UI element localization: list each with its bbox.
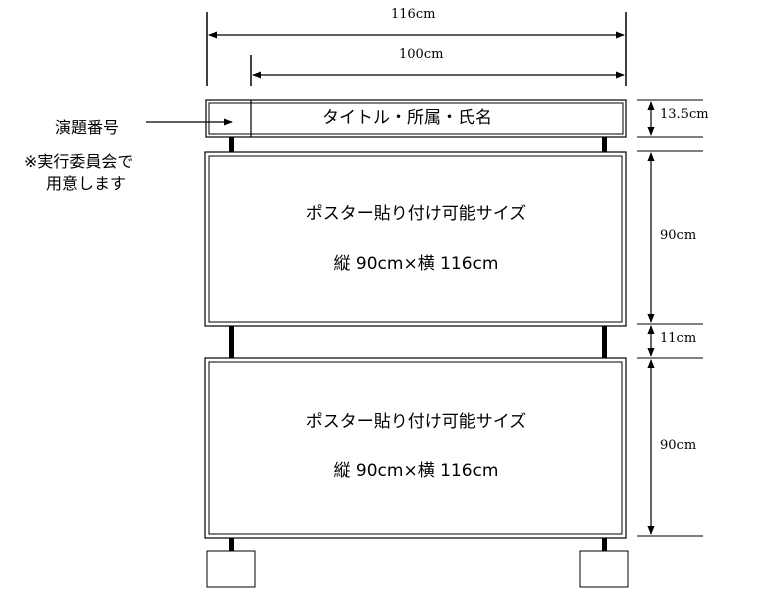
post-left-2 <box>229 326 234 358</box>
poster-upper-line2: 縦 90cm×横 116cm <box>333 254 499 274</box>
label-board-width: 100cm <box>399 47 444 62</box>
note-line-1: ※実行委員会で <box>24 152 134 171</box>
note-line-2: 用意します <box>46 174 127 193</box>
label-title-height: 13.5cm <box>660 107 709 122</box>
title-board-label: タイトル・所属・氏名 <box>322 108 492 128</box>
foot-left <box>206 550 256 588</box>
label-gap-height: 11cm <box>660 331 697 346</box>
title-board-inner <box>208 102 624 135</box>
post-right-2 <box>602 326 607 358</box>
post-right-1 <box>602 137 607 152</box>
poster-lower-line2: 縦 90cm×横 116cm <box>333 461 499 481</box>
label-total-width: 116cm <box>391 7 436 22</box>
poster-upper-line1: ポスター貼り付け可能サイズ <box>305 204 527 224</box>
label-poster-upper-height: 90cm <box>660 228 697 243</box>
foot-right <box>579 550 629 588</box>
poster-board-lower-inner <box>208 361 623 535</box>
poster-board-lower-outer <box>204 357 627 539</box>
post-left-1 <box>229 137 234 152</box>
title-board-outer <box>205 99 627 138</box>
leg-left <box>229 538 234 551</box>
label-poster-lower-height: 90cm <box>660 438 697 453</box>
leg-right <box>602 538 607 551</box>
number-label: 演題番号 <box>55 118 120 137</box>
poster-board-upper-inner <box>208 155 623 323</box>
poster-lower-line1: ポスター貼り付け可能サイズ <box>305 412 527 432</box>
poster-board-upper-outer <box>204 151 627 327</box>
